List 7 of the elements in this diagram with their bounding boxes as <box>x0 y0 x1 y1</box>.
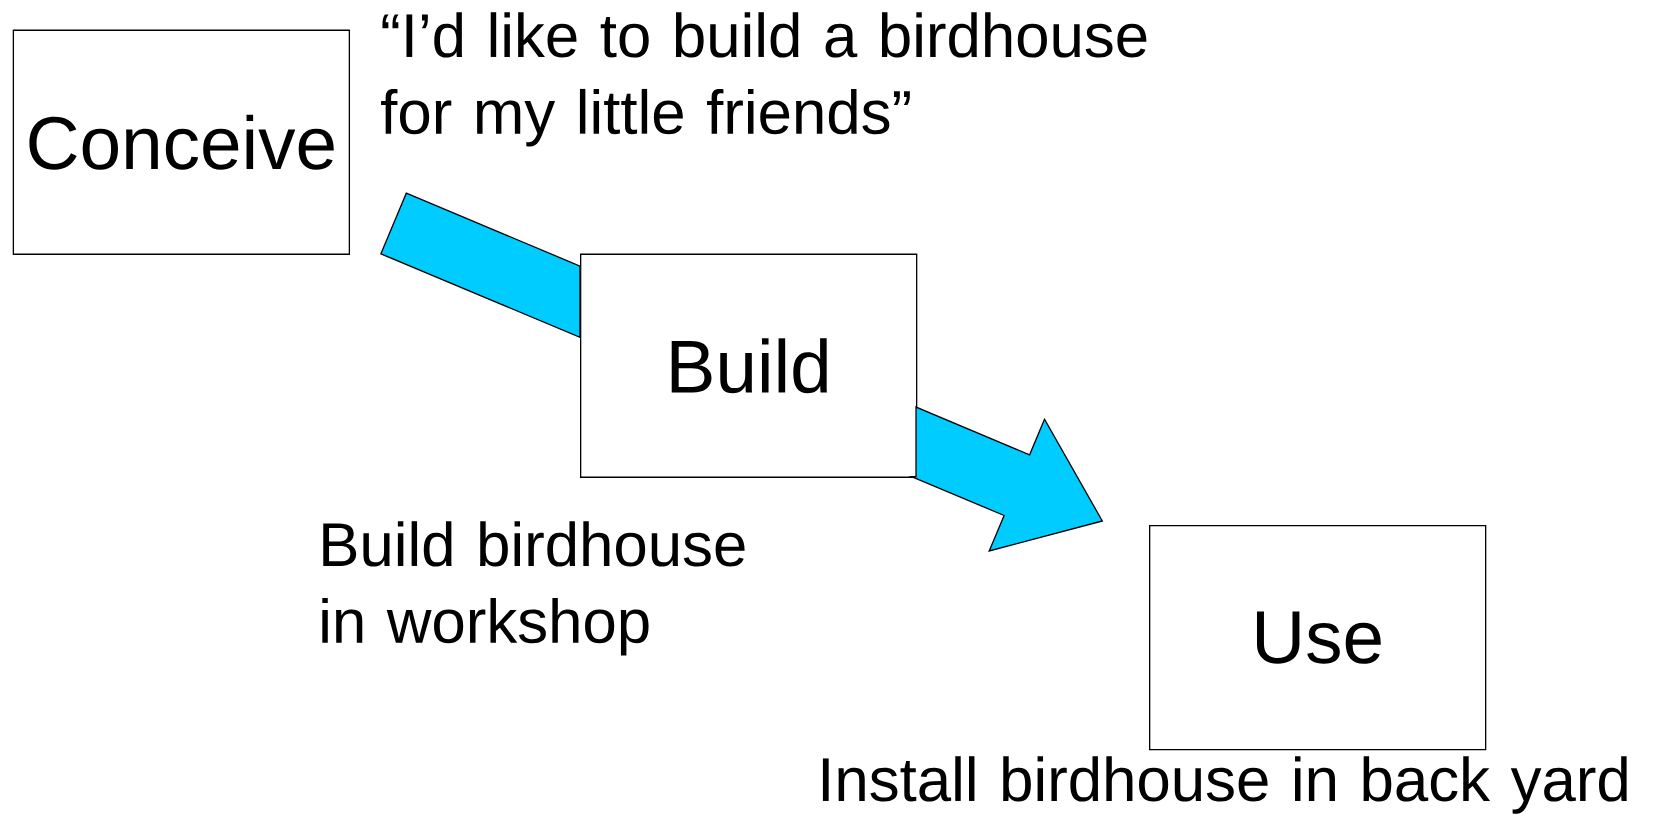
caption-text: Install birdhouse in back yard <box>822 756 1627 814</box>
caption-text: Build birdhouse in workshop <box>322 521 745 656</box>
process-box: Use <box>1149 525 1487 751</box>
block-arrow <box>380 192 581 339</box>
process-box: Conceive <box>12 29 350 255</box>
process-box: Build <box>580 253 918 478</box>
caption-text: “I’d like to build a birdhouse for my little friends” <box>381 12 1147 147</box>
